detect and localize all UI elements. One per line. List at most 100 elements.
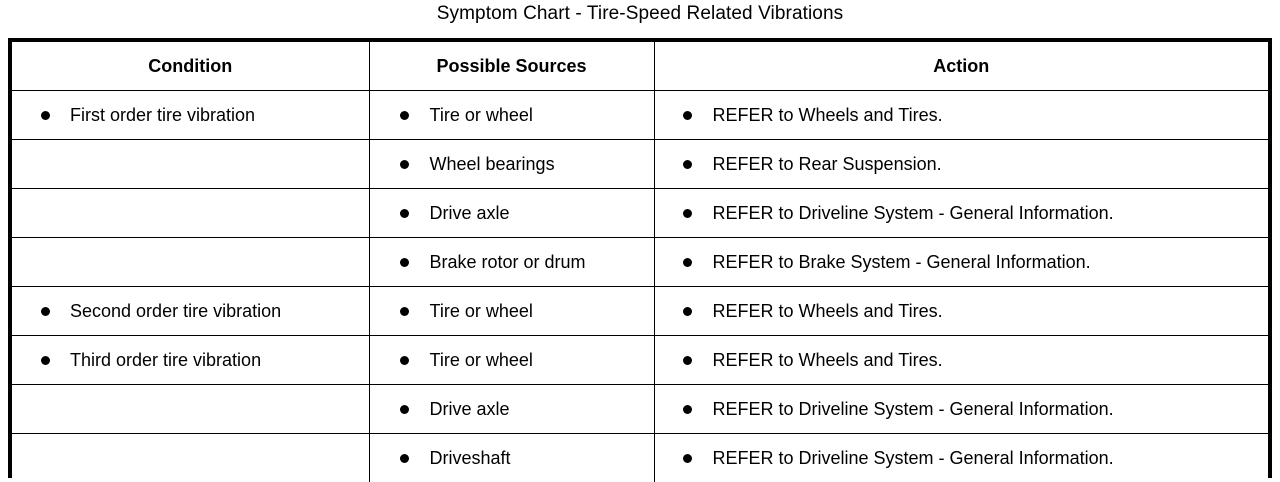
- table-row: Third order tire vibration Tire or wheel R…: [12, 335, 1269, 385]
- cell-condition-empty: [12, 385, 369, 433]
- bullet-icon: [41, 110, 50, 120]
- cell-action-text: REFER to Brake System - General Informat…: [712, 251, 1091, 272]
- bullet-icon: [682, 453, 692, 463]
- bullet-line: First order tire vibration: [12, 105, 369, 126]
- bullet-line: Wheel bearings: [370, 154, 654, 175]
- symptom-table-container: Condition Possible Sources Action First …: [8, 38, 1272, 482]
- cell-condition-text: First order tire vibration: [70, 104, 256, 125]
- cell-sources: Driveshaft: [368, 433, 655, 482]
- cell-action: REFER to Wheels and Tires.: [653, 335, 1269, 385]
- bullet-icon: [682, 110, 692, 120]
- page-title: Symptom Chart - Tire-Speed Related Vibra…: [436, 3, 844, 24]
- cell-condition-empty: [12, 434, 369, 482]
- bullet-icon: [399, 355, 409, 365]
- cell-sources: Brake rotor or drum: [368, 237, 655, 287]
- cell-action: REFER to Wheels and Tires.: [653, 90, 1269, 140]
- bullet-line: Tire or wheel: [370, 105, 654, 126]
- bullet-icon: [399, 110, 409, 120]
- bullet-line: REFER to Wheels and Tires.: [655, 350, 1269, 371]
- bullet-icon: [41, 355, 50, 365]
- table-row: Drive axle REFER to Driveline System - Ge…: [12, 384, 1269, 434]
- cell-action: REFER to Driveline System - General Info…: [653, 188, 1269, 238]
- cell-action-text: REFER to Rear Suspension.: [712, 153, 942, 174]
- bullet-icon: [399, 159, 409, 169]
- bullet-icon: [399, 208, 409, 218]
- bullet-line: REFER to Brake System - General Informat…: [655, 252, 1269, 273]
- bullet-line: REFER to Driveline System - General Info…: [655, 399, 1269, 420]
- table-header: Condition Possible Sources Action: [12, 42, 1268, 91]
- cell-action-text: REFER to Wheels and Tires.: [712, 349, 943, 370]
- bullet-line: Drive axle: [370, 203, 654, 224]
- table-row: Driveshaft REFER to Driveline System - Ge…: [12, 433, 1269, 482]
- cell-condition: [12, 384, 370, 434]
- cell-condition: Second order tire vibration: [12, 286, 370, 336]
- bullet-icon: [399, 306, 409, 316]
- cell-action: REFER to Brake System - General Informat…: [653, 237, 1269, 287]
- cell-sources: Drive axle: [368, 384, 655, 434]
- cell-condition: [12, 139, 370, 189]
- cell-condition-empty: [12, 238, 369, 286]
- bullet-icon: [682, 306, 692, 316]
- bullet-icon: [682, 404, 692, 414]
- cell-sources: Tire or wheel: [368, 286, 655, 336]
- table-header-row: Condition Possible Sources Action: [12, 42, 1268, 91]
- cell-condition-text: Second order tire vibration: [70, 300, 282, 321]
- cell-action-text: REFER to Driveline System - General Info…: [712, 447, 1114, 468]
- column-header-action: Action: [653, 42, 1268, 91]
- cell-sources-text: Tire or wheel: [429, 349, 533, 370]
- bullet-icon: [399, 453, 409, 463]
- cell-condition-empty: [12, 140, 369, 188]
- cell-condition: [12, 188, 370, 238]
- bullet-icon: [682, 208, 692, 218]
- bullet-icon: [682, 355, 692, 365]
- bullet-line: Second order tire vibration: [12, 301, 369, 322]
- cell-sources-text: Drive axle: [429, 398, 510, 419]
- table-row: Wheel bearings REFER to Rear Suspension.: [12, 139, 1269, 189]
- cell-action-text: REFER to Wheels and Tires.: [712, 300, 943, 321]
- cell-action-text: REFER to Driveline System - General Info…: [712, 398, 1114, 419]
- cell-sources-text: Brake rotor or drum: [429, 251, 586, 272]
- bullet-icon: [682, 257, 692, 267]
- cell-sources: Tire or wheel: [368, 90, 655, 140]
- cell-action: REFER to Driveline System - General Info…: [653, 433, 1269, 482]
- bullet-line: Tire or wheel: [370, 350, 654, 371]
- cell-sources-text: Wheel bearings: [429, 153, 555, 174]
- bullet-icon: [682, 159, 692, 169]
- bullet-line: Third order tire vibration: [12, 350, 369, 371]
- cell-sources: Drive axle: [368, 188, 655, 238]
- bullet-line: REFER to Wheels and Tires.: [655, 301, 1269, 322]
- cell-condition: Third order tire vibration: [12, 335, 370, 385]
- cell-action: REFER to Driveline System - General Info…: [653, 384, 1269, 434]
- bullet-icon: [399, 404, 409, 414]
- bullet-line: Brake rotor or drum: [370, 252, 654, 273]
- bullet-line: Driveshaft: [370, 448, 654, 469]
- cell-action: REFER to Rear Suspension.: [653, 139, 1269, 189]
- cell-sources-text: Driveshaft: [429, 447, 511, 468]
- table-row: Drive axle REFER to Driveline System - Ge…: [12, 188, 1269, 238]
- cell-condition-text: Third order tire vibration: [70, 349, 262, 370]
- bullet-line: REFER to Driveline System - General Info…: [655, 203, 1269, 224]
- cell-action-text: REFER to Driveline System - General Info…: [712, 202, 1114, 223]
- cell-sources: Tire or wheel: [368, 335, 655, 385]
- bullet-icon: [399, 257, 409, 267]
- bullet-line: REFER to Wheels and Tires.: [655, 105, 1269, 126]
- table-row: First order tire vibration Tire or wheel R…: [12, 90, 1269, 140]
- bullet-icon: [41, 306, 50, 316]
- bullet-line: Tire or wheel: [370, 301, 654, 322]
- symptom-table: Condition Possible Sources Action First …: [12, 42, 1268, 482]
- column-header-possible-sources: Possible Sources: [368, 42, 655, 91]
- column-header-condition: Condition: [12, 42, 370, 91]
- bullet-line: REFER to Rear Suspension.: [655, 154, 1269, 175]
- cell-condition: First order tire vibration: [12, 90, 370, 140]
- cell-sources-text: Drive axle: [429, 202, 510, 223]
- cell-sources-text: Tire or wheel: [429, 300, 533, 321]
- cell-condition-empty: [12, 189, 369, 237]
- cell-sources-text: Tire or wheel: [429, 104, 533, 125]
- bullet-line: REFER to Driveline System - General Info…: [655, 448, 1269, 469]
- table-row: Brake rotor or drum REFER to Brake System…: [12, 237, 1269, 287]
- table-row: Second order tire vibration Tire or wheel…: [12, 286, 1269, 336]
- cell-action-text: REFER to Wheels and Tires.: [712, 104, 943, 125]
- cell-condition: [12, 433, 370, 482]
